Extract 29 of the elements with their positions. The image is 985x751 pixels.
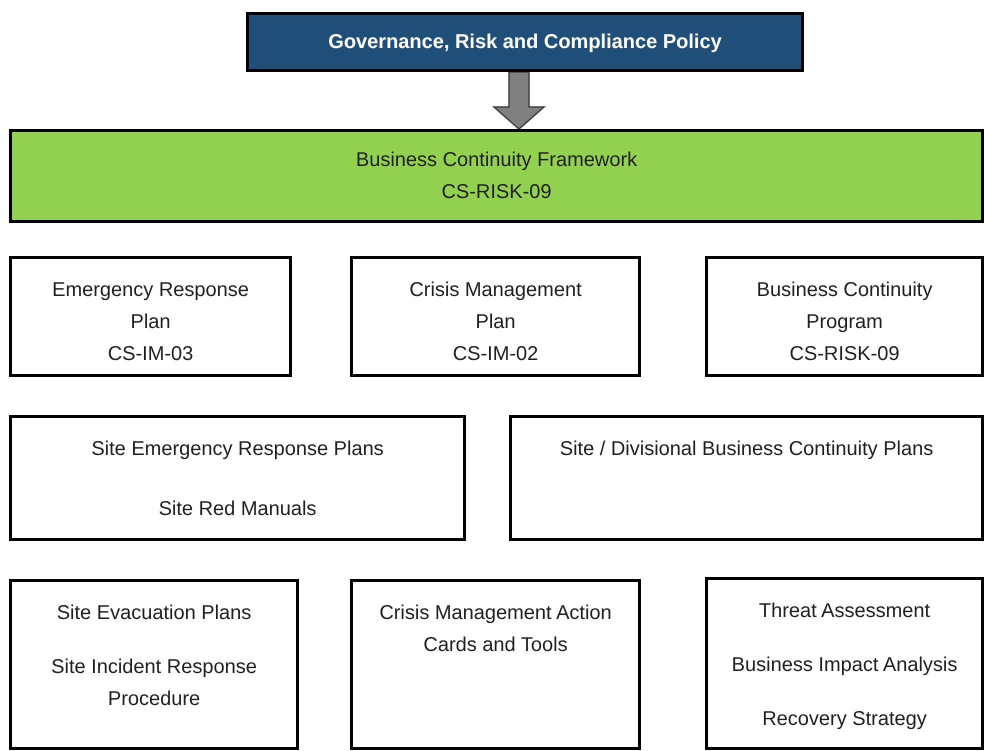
plan-box bbox=[509, 415, 984, 541]
plan-text: Threat Assessment bbox=[758, 599, 930, 624]
plan-text: Business Continuity Program bbox=[756, 278, 934, 335]
policy-title: Governance, Risk and Compliance Policy bbox=[328, 30, 722, 55]
plan-text: Site / Divisional Business Continuity Plans bbox=[560, 437, 934, 462]
plan-text: Site Evacuation Plans bbox=[56, 601, 252, 626]
plan-text: Crisis Management Plan bbox=[408, 278, 583, 335]
plan-text: Site Emergency Response Plans bbox=[91, 437, 384, 462]
plan-box bbox=[350, 579, 641, 750]
plan-text: Emergency Response Plan bbox=[51, 278, 250, 335]
plan-box bbox=[705, 256, 984, 377]
framework-title: Business Continuity Framework bbox=[356, 148, 638, 173]
plan-text: CS-IM-02 bbox=[452, 342, 538, 367]
plan-box bbox=[9, 415, 466, 541]
plan-box bbox=[9, 579, 299, 750]
plan-text: Crisis Management Action Cards and Tools bbox=[378, 601, 613, 658]
plan-text: CS-IM-03 bbox=[108, 342, 194, 367]
plan-box bbox=[350, 256, 641, 377]
plan-text: Recovery Strategy bbox=[762, 707, 927, 732]
framework-title: CS-RISK-09 bbox=[441, 180, 552, 205]
plan-box bbox=[9, 256, 292, 377]
plan-text: Business Impact Analysis bbox=[732, 653, 958, 678]
plan-text: Site Incident Response Procedure bbox=[50, 655, 258, 712]
framework-bar bbox=[9, 129, 984, 223]
plan-text: CS-RISK-09 bbox=[789, 342, 900, 367]
plan-text: Site Red Manuals bbox=[158, 497, 316, 522]
block-arrow bbox=[492, 71, 546, 130]
policy-box bbox=[246, 12, 804, 72]
plan-box bbox=[705, 577, 984, 750]
